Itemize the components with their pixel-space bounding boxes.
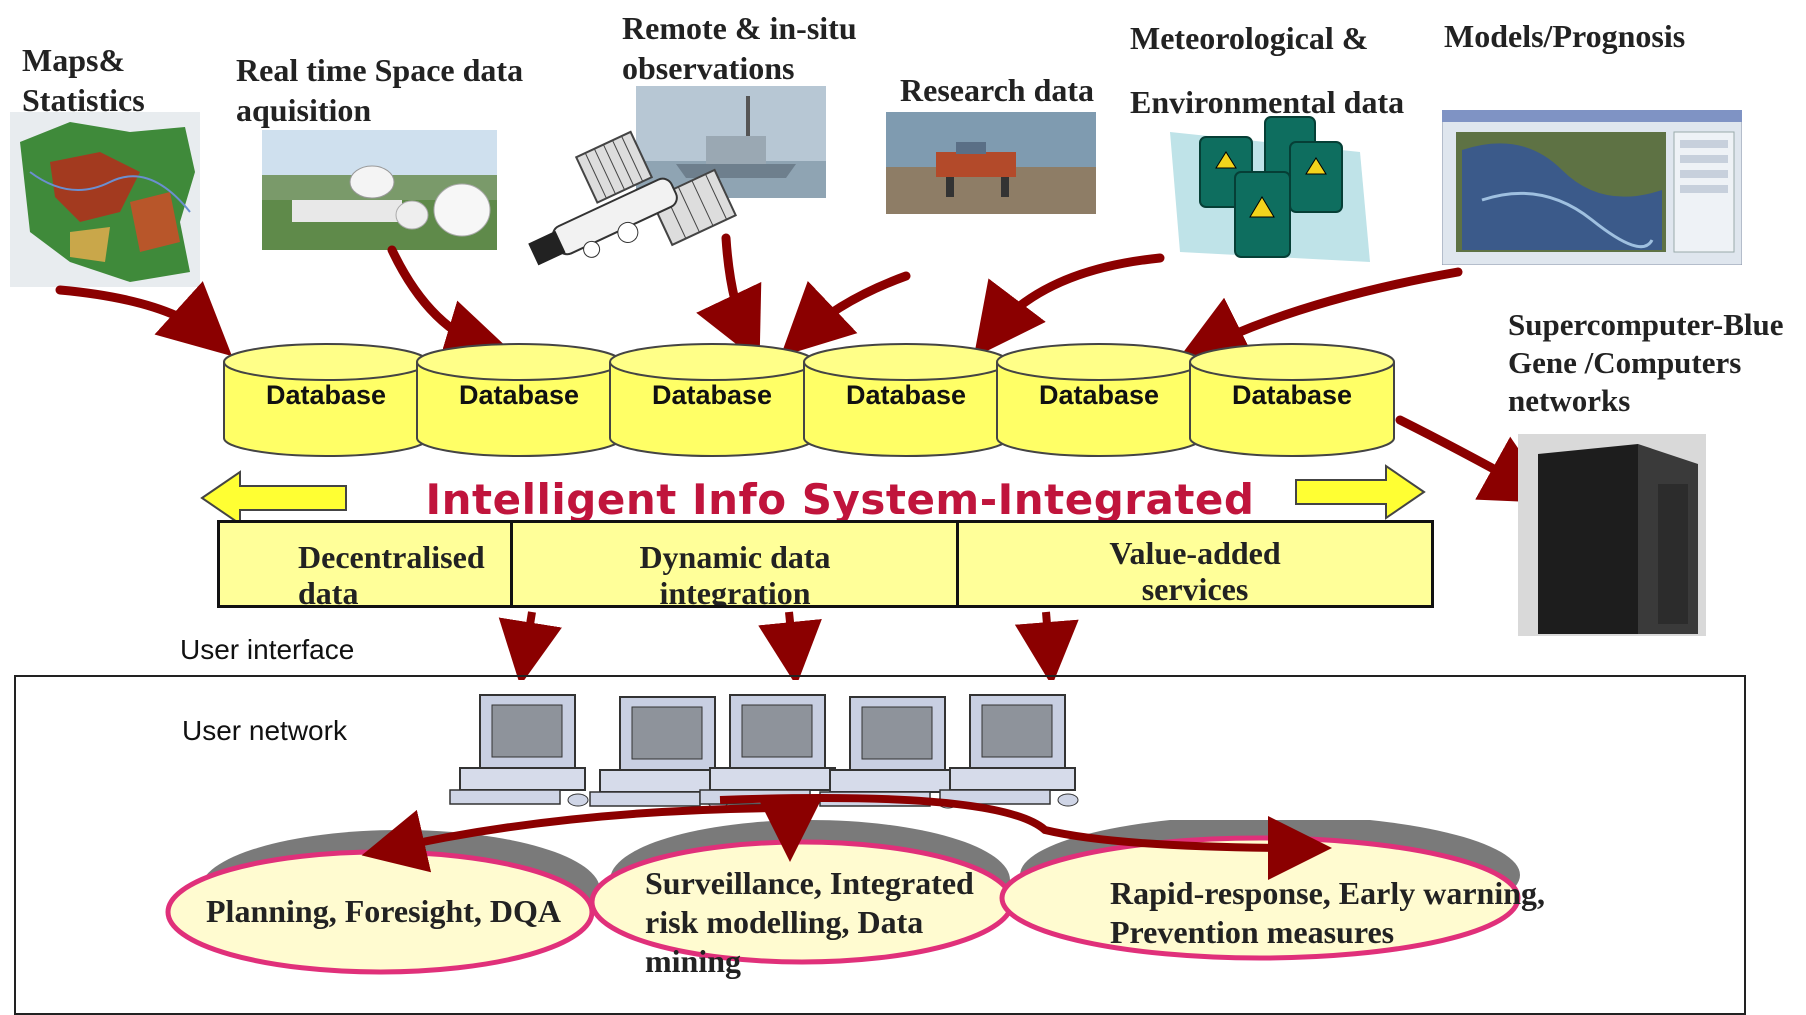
label-models-prognosis: Models/Prognosis bbox=[1444, 18, 1686, 54]
label-supercomputer: Supercomputer-Blue Gene /Computers netwo… bbox=[1508, 307, 1784, 418]
outcome-planning: Planning, Foresight, DQA bbox=[206, 893, 561, 929]
database-label: Database bbox=[1038, 380, 1160, 410]
database-label: Database bbox=[845, 380, 967, 410]
outcome-surveillance: Surveillance, Integrated risk modelling,… bbox=[645, 865, 974, 979]
database-1: Database bbox=[220, 340, 432, 460]
hazard-barrels-image bbox=[1170, 112, 1370, 272]
panel-value-added-services: Value-added services bbox=[956, 520, 1434, 608]
panel-decentralised-data-management: Decentralised data management bbox=[217, 520, 517, 608]
database-label: Database bbox=[651, 380, 773, 410]
database-5: Database bbox=[993, 340, 1205, 460]
label-remote-observations: Remote & in-situ observations bbox=[622, 10, 857, 86]
supercomputer-image bbox=[1518, 434, 1706, 636]
user-network-label: User network bbox=[182, 715, 347, 746]
panel-dynamic-data-integration: Dynamic data integration bbox=[510, 520, 960, 608]
outcome-ellipses bbox=[165, 820, 1521, 975]
map-image bbox=[10, 112, 200, 287]
arrow-maps bbox=[55, 281, 233, 357]
database-3: Database bbox=[606, 340, 818, 460]
database-label: Database bbox=[458, 380, 580, 410]
satellite-image bbox=[508, 128, 758, 288]
arrow-supercomputer bbox=[1395, 415, 1556, 504]
panel-value-text: Value-added services bbox=[1109, 535, 1281, 607]
label-meteorological-data: Meteorological & Environmental data bbox=[1130, 20, 1405, 120]
ellipse-rapid bbox=[999, 835, 1521, 961]
arrow-space bbox=[387, 245, 516, 370]
research-site-image bbox=[886, 112, 1096, 214]
database-label: Database bbox=[265, 380, 387, 410]
database-4: Database bbox=[800, 340, 1012, 460]
label-maps-statistics: Maps& Statistics bbox=[22, 42, 145, 118]
database-label: Database bbox=[1231, 380, 1353, 410]
arrow-models bbox=[1175, 267, 1463, 363]
satellite-dishes-image bbox=[262, 130, 497, 250]
outcome-rapid: Rapid-response, Early warning, Preventio… bbox=[1110, 875, 1546, 950]
arrow-meteo bbox=[973, 253, 1165, 358]
right-yellow-arrow bbox=[1295, 464, 1426, 520]
arrow-research bbox=[780, 271, 911, 357]
panel-dynamic-text: Dynamic data integration bbox=[639, 539, 831, 608]
panel-decentralised-text: Decentralised data management bbox=[298, 539, 485, 608]
label-space-data: Real time Space data aquisition bbox=[236, 52, 524, 128]
left-yellow-arrow bbox=[200, 470, 347, 526]
label-research-data: Research data bbox=[900, 72, 1095, 108]
panel-arrows bbox=[498, 611, 1079, 680]
model-screenshot-image bbox=[1442, 110, 1742, 265]
arrow-remote bbox=[696, 233, 762, 363]
user-interface-label: User interface bbox=[180, 634, 355, 665]
network-arrows bbox=[361, 794, 1332, 880]
database-6: Database bbox=[1186, 340, 1398, 460]
database-2: Database bbox=[413, 340, 625, 460]
